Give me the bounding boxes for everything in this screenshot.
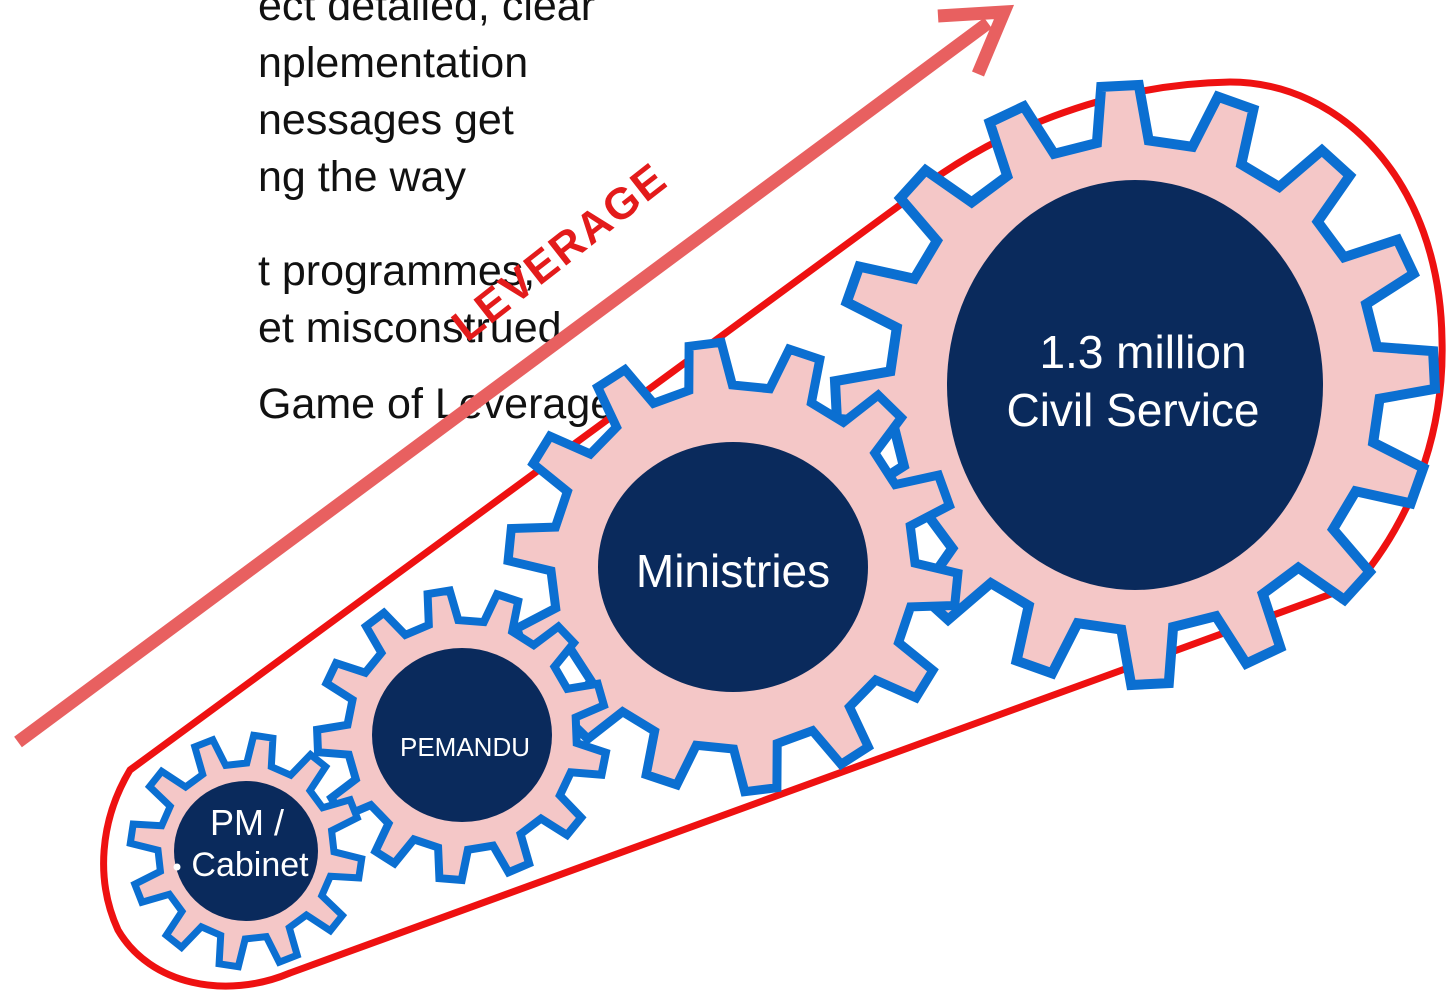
gear-civil-service — [829, 79, 1441, 691]
bullet-line-4: ng the way — [258, 153, 466, 201]
gear-label-pm-line2: Cabinet — [191, 846, 309, 884]
ministries-hub — [598, 442, 868, 692]
bullet-text-block: ect detailed, clear nplementation nessag… — [258, 0, 628, 428]
pemandu-hub — [372, 648, 552, 822]
gear-label-ministries: Ministries — [636, 545, 830, 597]
leverage-arrow — [14, 4, 1015, 748]
gear-belt — [100, 78, 1446, 990]
gear-label-civil-line2: Civil Service — [1006, 384, 1259, 436]
gear-label-civil-line1: 1.3 million — [1039, 326, 1246, 378]
pm-cabinet-hub — [174, 781, 318, 921]
leverage-arrow-shaft — [14, 17, 992, 748]
bullet-line-6: et misconstrued — [258, 304, 562, 352]
stray-bullet-dot — [173, 863, 181, 871]
bullet-line-2: nplementation — [258, 39, 528, 87]
bullet-line-3: nessages get — [258, 96, 514, 144]
gear-label-pemandu: PEMANDU — [400, 732, 530, 762]
leverage-arrow-head — [937, 4, 1015, 77]
gear-pemandu — [312, 585, 611, 885]
civil-service-hub — [947, 180, 1323, 590]
gear-label-pm-line1: PM / — [210, 802, 284, 843]
gear-pm-cabinet — [126, 731, 366, 971]
bullet-line-5: t programmes, — [258, 247, 535, 295]
bullet-line-1: ect detailed, clear — [258, 0, 595, 30]
gear-ministries — [503, 337, 963, 797]
